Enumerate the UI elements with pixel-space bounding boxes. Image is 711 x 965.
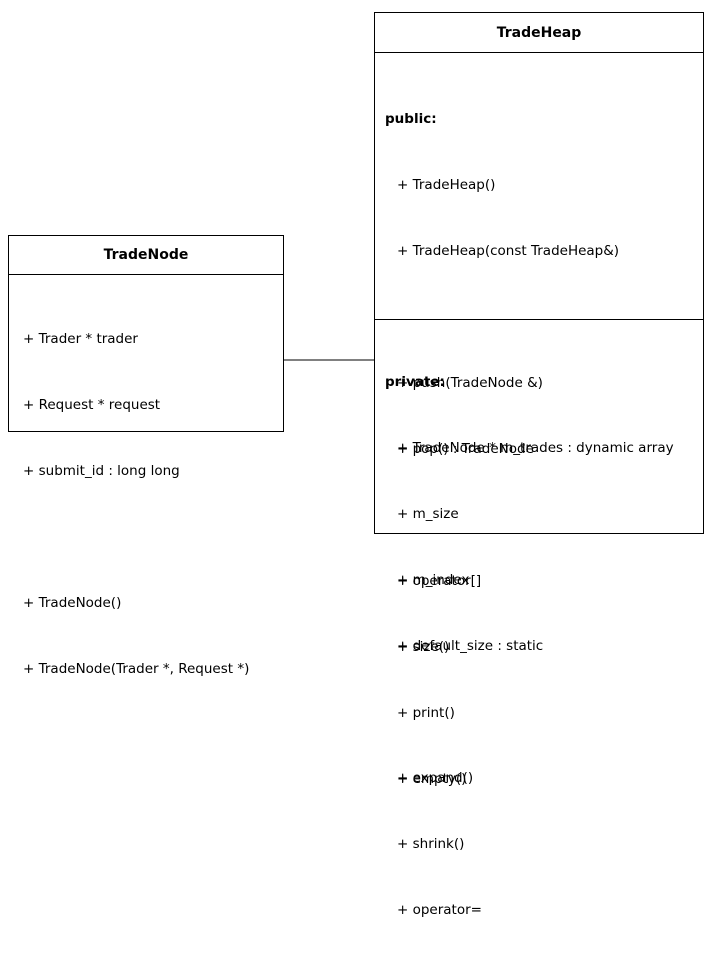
tradeheap-method-shrink: + shrink(): [397, 836, 465, 852]
tradeheap-field-default-size: + default_size : static: [397, 638, 544, 654]
tradeheap-method-default-constructor: + TradeHeap(): [397, 177, 496, 193]
tradeheap-field-m-size: + m_size: [397, 506, 459, 522]
tradenode-attribute-submit-id: + submit_id : long long: [23, 463, 180, 479]
tradenode-class-title: TradeNode: [9, 236, 283, 275]
member-group-gap: [23, 526, 283, 548]
tradenode-attribute-trader: + Trader * trader: [23, 331, 138, 347]
tradeheap-method-expand: + expand(): [397, 770, 474, 786]
tradeheap-method-copy-constructor: + TradeHeap(const TradeHeap&): [397, 243, 620, 259]
private-section-label: private:: [385, 374, 445, 390]
tradeheap-field-m-trades: + TradeNode * m_trades : dynamic array: [397, 440, 674, 456]
tradeheap-field-m-index: + m_index: [397, 572, 470, 588]
tradeheap-method-push: + push(TradeNode &): [397, 375, 543, 391]
tradeheap-public-section: public: + TradeHeap() + TradeHeap(const …: [375, 53, 703, 787]
tradeheap-method-operator-assign: + operator=: [397, 902, 482, 918]
tradenode-method-param-constructor: + TradeNode(Trader *, Request *): [23, 661, 250, 677]
public-section-label: public:: [385, 111, 437, 127]
association-line: [284, 359, 374, 361]
tradenode-method-default-constructor: + TradeNode(): [23, 595, 122, 611]
tradeheap-method-pop: + pop() : TradeNode: [397, 441, 534, 457]
tradenode-attribute-request: + Request * request: [23, 397, 161, 413]
tradeheap-private-section: private: + TradeNode * m_trades : dynami…: [375, 319, 703, 965]
tradenode-members: + Trader * trader + Request * request + …: [9, 275, 283, 724]
tradeheap-class-title: TradeHeap: [375, 13, 703, 53]
tradenode-class-box: TradeNode + Trader * trader + Request * …: [8, 235, 284, 677]
tradeheap-class-box: TradeHeap public: + TradeHeap() + TradeH…: [374, 12, 704, 918]
